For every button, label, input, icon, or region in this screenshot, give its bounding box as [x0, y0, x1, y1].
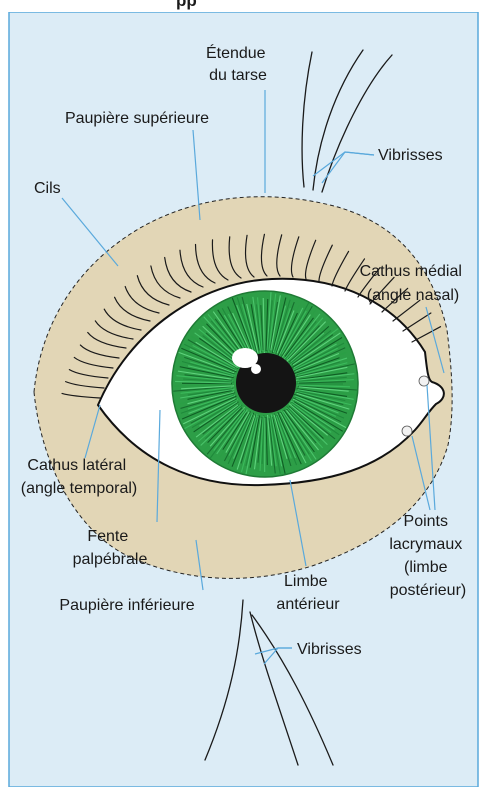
title-strip: [0, 0, 488, 12]
label-vibrisses-bottom: Vibrisses: [297, 641, 362, 658]
label-points-line3: (limbe: [404, 559, 448, 576]
label-tarse-line2: du tarse: [209, 67, 267, 84]
label-limbe-line2: antérieur: [276, 596, 340, 613]
title-fragment: pp: [176, 0, 197, 10]
label-points-line4: postérieur): [390, 582, 466, 599]
lacrimal-punctum-lower: [402, 426, 412, 436]
label-cathus-medial-line1: Cathus médial: [360, 263, 462, 280]
label-vibrisses-top: Vibrisses: [378, 147, 443, 164]
label-cathus-lateral-line1: Cathus latéral: [27, 457, 126, 474]
label-tarse-line1: Étendue: [206, 43, 266, 62]
label-cils: Cils: [34, 180, 61, 197]
label-points-line2: lacrymaux: [389, 536, 462, 553]
label-cathus-medial-line2: (angle nasal): [367, 287, 460, 304]
label-fente-line2: palpébrale: [73, 551, 148, 568]
label-paupiere-superieure: Paupière supérieure: [65, 110, 209, 127]
label-limbe-line1: Limbe: [284, 573, 328, 590]
label-fente-line1: Fente: [87, 528, 128, 545]
lacrimal-punctum-upper: [419, 376, 429, 386]
corneal-highlight-small: [251, 364, 261, 374]
label-cathus-lateral-line2: (angle temporal): [21, 480, 138, 497]
label-paupiere-inferieure: Paupière inférieure: [59, 597, 194, 614]
label-points-line1: Points: [404, 513, 448, 530]
